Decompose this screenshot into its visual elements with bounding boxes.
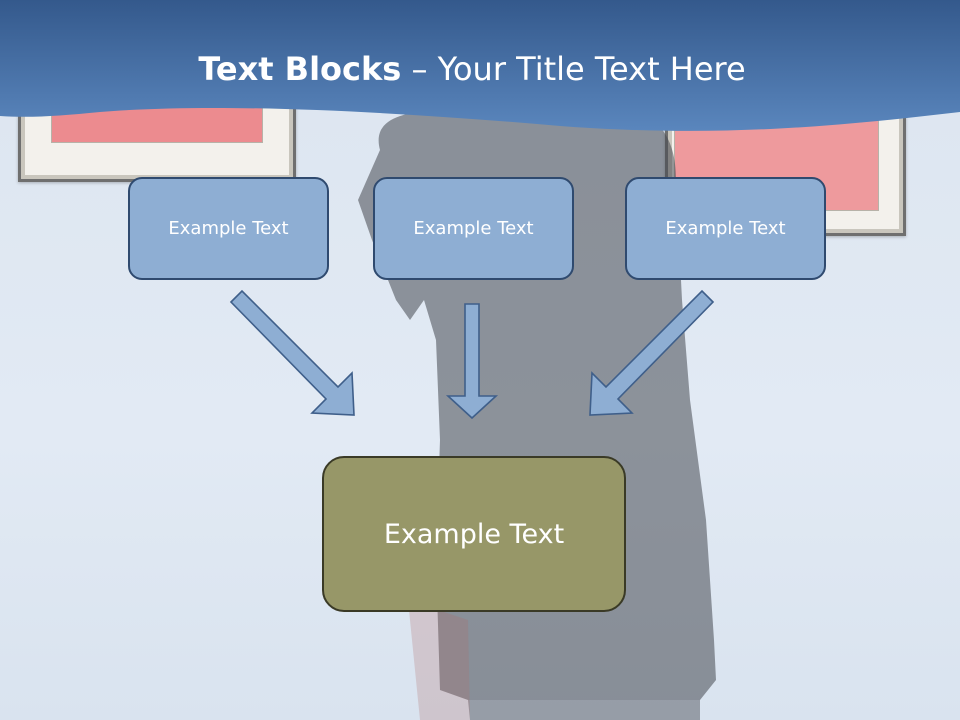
text-block-label: Example Text: [665, 218, 786, 239]
title-banner: [0, 0, 960, 131]
slide-title-rest: Your Title Text Here: [437, 50, 746, 88]
slide-title: Text Blocks – Your Title Text Here: [0, 50, 944, 88]
result-block: Example Text: [322, 456, 626, 612]
text-block-label: Example Text: [168, 218, 289, 239]
slide-title-separator: –: [401, 50, 438, 88]
text-block-2: Example Text: [373, 177, 574, 280]
text-block-label: Example Text: [413, 218, 534, 239]
result-block-label: Example Text: [383, 518, 565, 550]
slide-title-bold: Text Blocks: [198, 50, 402, 88]
text-block-1: Example Text: [128, 177, 329, 280]
text-block-3: Example Text: [625, 177, 826, 280]
